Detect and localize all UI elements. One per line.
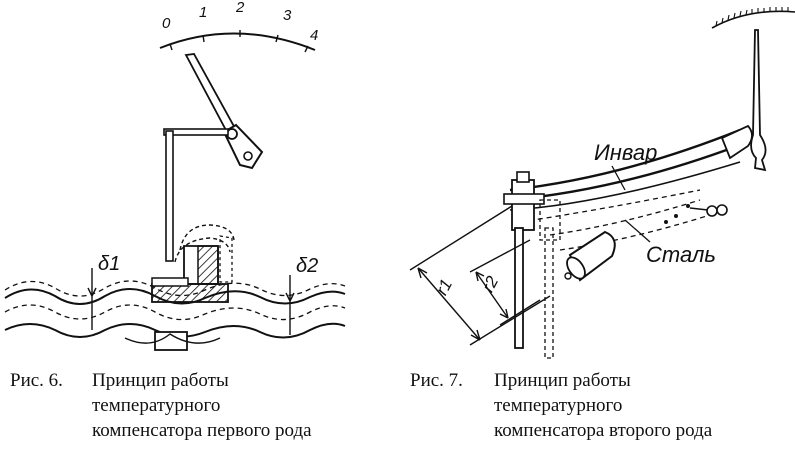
fig6-tick-3: 3 <box>283 7 292 24</box>
fig7-r2-dim-upper <box>469 239 531 273</box>
fig6-tick-2: 2 <box>235 0 245 16</box>
fig6-scale-ticks <box>169 30 309 53</box>
fig7-shaft <box>514 227 524 349</box>
fig6-tick-4: 4 <box>310 27 318 44</box>
fig7-steel-label: Сталь <box>646 242 716 267</box>
fig6-bimetal-curve <box>179 224 235 251</box>
fig7-caption-line-2: температурного <box>494 395 623 416</box>
fig7-r1-label: r1 <box>432 276 456 298</box>
fig7-caption-line-3: компенсатора второго рода <box>494 420 713 441</box>
fig6-lever-hole <box>243 151 253 161</box>
fig7-pointer <box>750 29 767 172</box>
fig6-caption-number: Рис. 6. <box>10 370 63 391</box>
fig7-caption-number: Рис. 7. <box>410 370 463 391</box>
fig6-delta2-label: δ2 <box>296 255 318 277</box>
figure-7-diagram: r1 r2 Инвар Сталь <box>409 7 795 359</box>
fig7-invar-label: Инвар <box>594 140 657 165</box>
fig6-rim-dashed-2 <box>4 304 346 321</box>
fig6-caption: Рис. 6. Принцип работы температурного ко… <box>10 368 390 448</box>
fig7-clamp <box>511 179 535 231</box>
fig7-scale-arc <box>711 10 795 29</box>
fig6-caption-line-1: Принцип работы <box>92 370 229 391</box>
fig6-rim-dashed-1 <box>4 280 346 297</box>
fig6-tick-1: 1 <box>199 4 207 21</box>
fig6-tick-0: 0 <box>162 15 171 32</box>
fig7-screw <box>689 204 728 217</box>
fig7-end-weight <box>720 124 753 160</box>
fig7-invar-strip <box>509 128 741 192</box>
fig7-caption: Рис. 7. Принцип работы температурного ко… <box>410 368 795 448</box>
fig6-pointer <box>184 53 238 136</box>
fig6-rim-outer <box>4 288 346 305</box>
fig6-top-rod <box>163 128 229 136</box>
fig7-r1-dim-lower <box>469 295 551 346</box>
fig6-delta1-label: δ1 <box>98 253 120 275</box>
fig7-caption-line-1: Принцип работы <box>494 370 631 391</box>
fig6-caption-line-2: температурного <box>92 395 221 416</box>
fig6-caption-line-3: компенсатора первого рода <box>92 420 312 441</box>
fig6-scale-arc <box>159 32 316 51</box>
figure-6-diagram: 0 1 2 3 4 <box>4 0 346 351</box>
fig7-r2-label: r2 <box>478 273 502 296</box>
fig7-r1-dim-upper <box>409 205 513 271</box>
fig6-vertical-link <box>165 130 174 262</box>
